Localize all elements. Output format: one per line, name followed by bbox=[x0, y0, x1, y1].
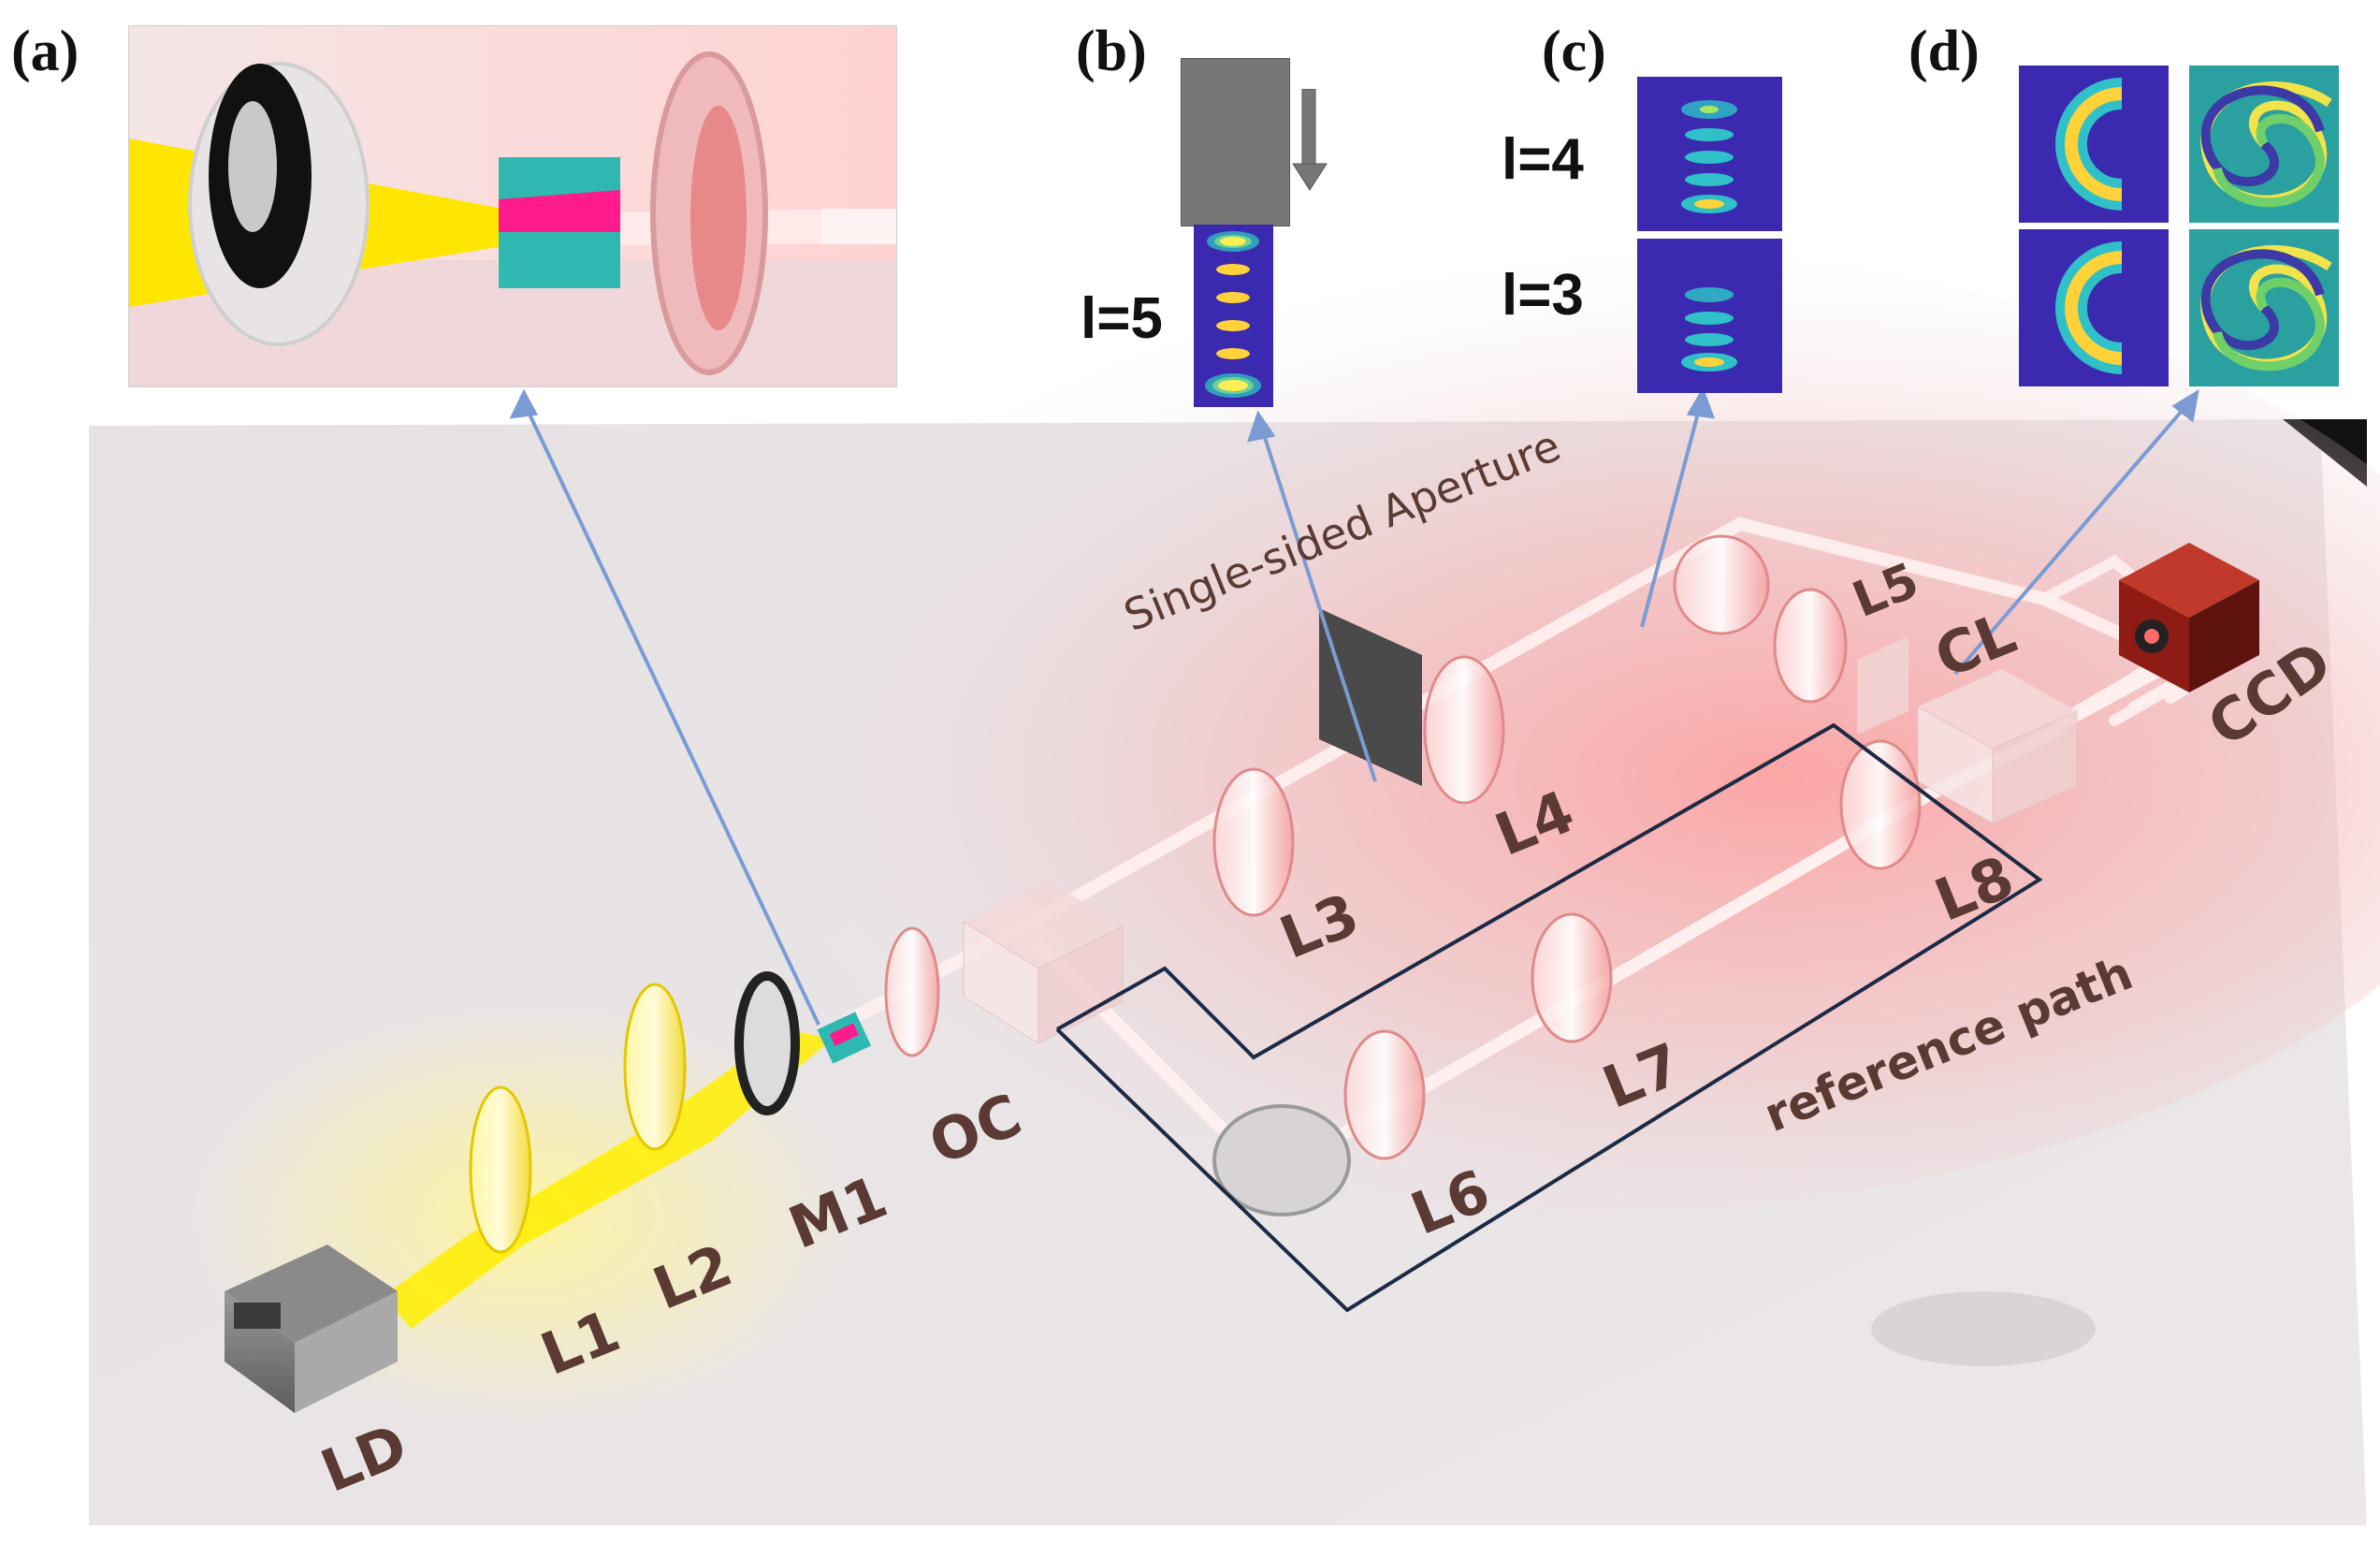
panel-b-aperture-block bbox=[1181, 58, 1290, 226]
panel-c-mode-image-2 bbox=[1637, 239, 1782, 393]
connector-arrows bbox=[509, 386, 2199, 1026]
panel-d-phase-1 bbox=[2189, 66, 2339, 223]
lens-l5 bbox=[1773, 588, 1848, 704]
lens-l3 bbox=[1212, 767, 1295, 917]
panel-a-render bbox=[129, 26, 896, 386]
panel-d-intensity-2 bbox=[2019, 229, 2169, 386]
lens-l2 bbox=[623, 983, 687, 1151]
beam-splitter-1 bbox=[963, 880, 1124, 1044]
lens-l1 bbox=[469, 1085, 532, 1254]
pump-beam bbox=[384, 1029, 833, 1329]
lens-l7 bbox=[1531, 912, 1613, 1043]
lens-l6 bbox=[1343, 1029, 1426, 1160]
ghost-shadow bbox=[1871, 1291, 2096, 1366]
mirror-m1 bbox=[734, 971, 800, 1115]
panel-b-label: (b) bbox=[1076, 20, 1147, 83]
ccd-camera bbox=[2119, 543, 2259, 692]
beam-splitter-2 bbox=[1917, 669, 2078, 824]
panel-c-mode-label-2: l=3 bbox=[1502, 263, 1584, 328]
panel-d-label: (d) bbox=[1908, 20, 1980, 83]
reference-mirror bbox=[1212, 1104, 1351, 1216]
gain-crystal bbox=[817, 1012, 872, 1064]
reference-path-box bbox=[1055, 722, 2043, 1313]
mirror-top bbox=[1673, 534, 1770, 635]
panel-b-mode-label: l=5 bbox=[1081, 286, 1163, 351]
cylindrical-lens-mount bbox=[1857, 636, 1908, 735]
panel-b-arrow bbox=[1292, 89, 1328, 191]
panel-a-label: (a) bbox=[11, 20, 80, 83]
laser-diode bbox=[225, 1245, 398, 1413]
panel-c-mode-image-1 bbox=[1637, 77, 1782, 231]
panel-b-mode-image bbox=[1194, 225, 1273, 407]
panel-c-mode-label-1: l=4 bbox=[1502, 127, 1584, 192]
panel-d-phase-2 bbox=[2189, 229, 2339, 386]
panel-d-intensity-1 bbox=[2019, 66, 2169, 223]
panel-c-label: (c) bbox=[1542, 20, 1606, 83]
output-coupler bbox=[884, 926, 940, 1057]
single-sided-aperture bbox=[1319, 608, 1422, 786]
lens-l4 bbox=[1423, 655, 1505, 805]
panel-a-inset bbox=[129, 26, 896, 386]
